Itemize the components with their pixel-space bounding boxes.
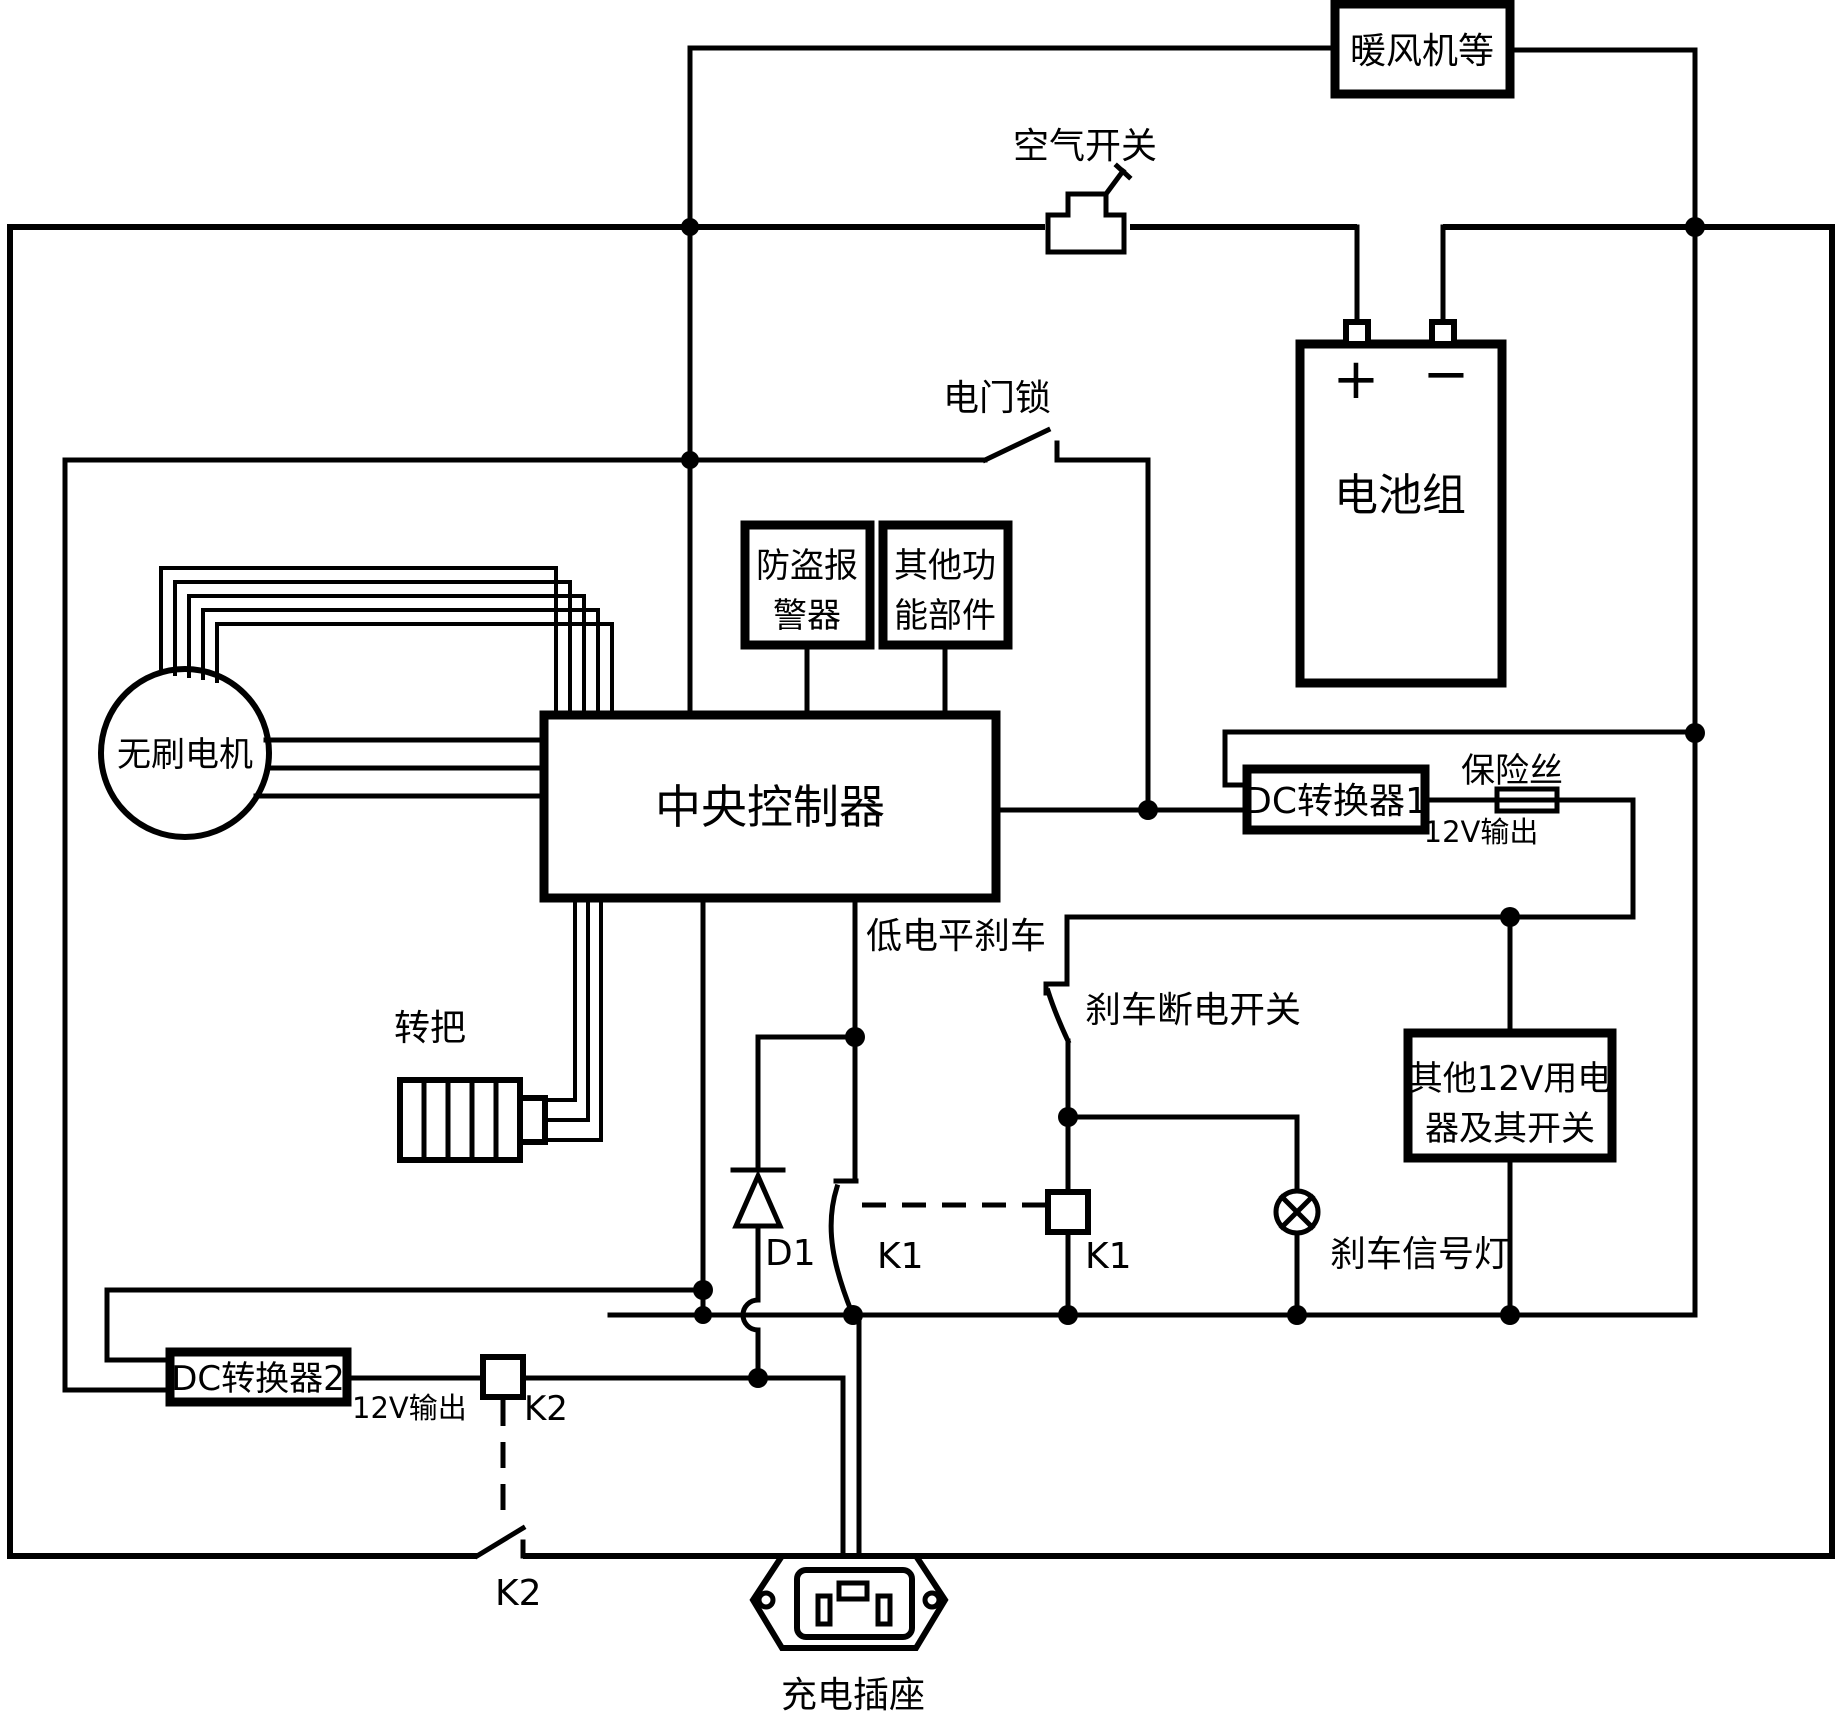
heater-label: 暖风机等 (1350, 31, 1494, 72)
fuse-symbol: 保险丝 12V输出 (1424, 751, 1563, 849)
throttle-symbol: 转把 (394, 1008, 548, 1163)
brake-signal-lamp-label: 刹车信号灯 (1330, 1234, 1510, 1275)
other-function-box: 其他功 能部件 (878, 520, 1013, 650)
battery-pack: + − 电池组 (1295, 319, 1507, 688)
fuse-label: 保险丝 (1461, 751, 1563, 791)
central-controller: 中央控制器 (539, 710, 1001, 903)
ignition-lock-label: 电门锁 (943, 378, 1051, 419)
other-function-label-line1: 其他功 (894, 546, 996, 586)
alarm-label-line1: 防盗报 (756, 546, 858, 586)
other-12v-label-line1: 其他12V用电 (1409, 1059, 1612, 1099)
low-level-brake-label: 低电平刹车 (866, 916, 1046, 957)
relay-contact-k1: K1 (828, 1178, 1048, 1317)
border-switch-k2-label: K2 (495, 1573, 542, 1614)
ignition-lock-switch: 电门锁 (943, 378, 1052, 464)
relay-coil-k2-label: K2 (524, 1389, 568, 1429)
anti-theft-alarm-box: 防盗报 警器 (740, 520, 875, 650)
air-switch-label: 空气开关 (1013, 126, 1157, 167)
junction-dots (681, 217, 1705, 1388)
wiring (62, 45, 1698, 1588)
heater-box: 暖风机等 (1330, 0, 1515, 99)
battery-minus-symbol: − (1423, 342, 1470, 407)
border-switch-k2: K2 (473, 1524, 542, 1614)
brushless-motor: 无刷电机 (98, 666, 272, 840)
relay-coil-k1: K1 (1045, 1189, 1132, 1277)
other-function-label-line2: 能部件 (894, 596, 996, 636)
other-12v-appliances-box: 其他12V用电 器及其开关 (1403, 1028, 1617, 1163)
throttle-label: 转把 (394, 1008, 466, 1049)
relay-coil-k2: K2 (480, 1354, 568, 1523)
outer-frame (7, 224, 1835, 1559)
dc-converter-2-label: DC转换器2 (171, 1359, 345, 1399)
relay-coil-k1-label: K1 (1085, 1236, 1132, 1277)
charging-socket-label: 充电插座 (781, 1675, 925, 1716)
dc-converter-2: DC转换器2 12V输出 (165, 1347, 467, 1425)
diode-d1: D1 (730, 1167, 816, 1274)
alarm-label-line2: 警器 (773, 596, 841, 636)
dc2-output-label: 12V输出 (352, 1391, 467, 1425)
battery-label: 电池组 (1334, 470, 1466, 521)
motor-label: 无刷电机 (117, 735, 253, 775)
brake-cutoff-switch: 刹车断电开关 (1043, 981, 1301, 1045)
other-12v-label-line2: 器及其开关 (1425, 1109, 1595, 1149)
air-switch: 空气开关 (1013, 126, 1157, 255)
dc-converter-1: DC转换器1 (1242, 764, 1430, 835)
dc-converter-1-label: DC转换器1 (1244, 781, 1428, 822)
diode-d1-label: D1 (765, 1233, 816, 1274)
charging-socket: 充电插座 (749, 1553, 949, 1716)
brake-cutoff-switch-label: 刹车断电开关 (1085, 990, 1301, 1031)
relay-contact-k1-label: K1 (877, 1236, 924, 1277)
battery-plus-symbol: + (1333, 347, 1380, 412)
dc1-output-label: 12V输出 (1424, 815, 1539, 849)
brake-signal-lamp: 刹车信号灯 (1273, 1188, 1510, 1275)
controller-label: 中央控制器 (655, 780, 885, 834)
